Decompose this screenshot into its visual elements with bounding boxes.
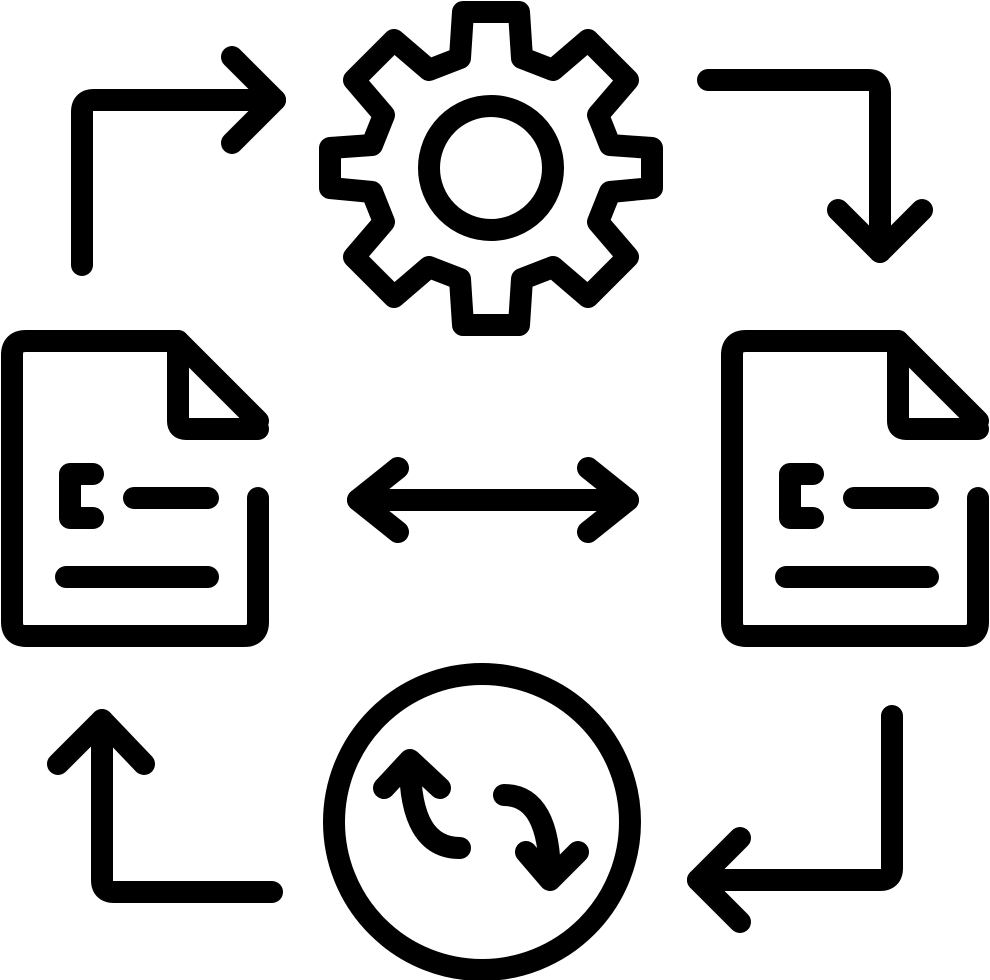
document-right-icon [721,330,989,647]
arrow-top-left-icon [71,46,286,276]
arrow-bottom-left-icon [47,709,283,903]
document-left-icon [1,330,269,647]
gear-icon [319,1,663,336]
sync-icon [323,663,641,980]
arrow-bottom-right-icon [687,705,903,933]
arrow-top-right-icon [697,69,933,263]
double-arrow-icon [347,457,639,543]
